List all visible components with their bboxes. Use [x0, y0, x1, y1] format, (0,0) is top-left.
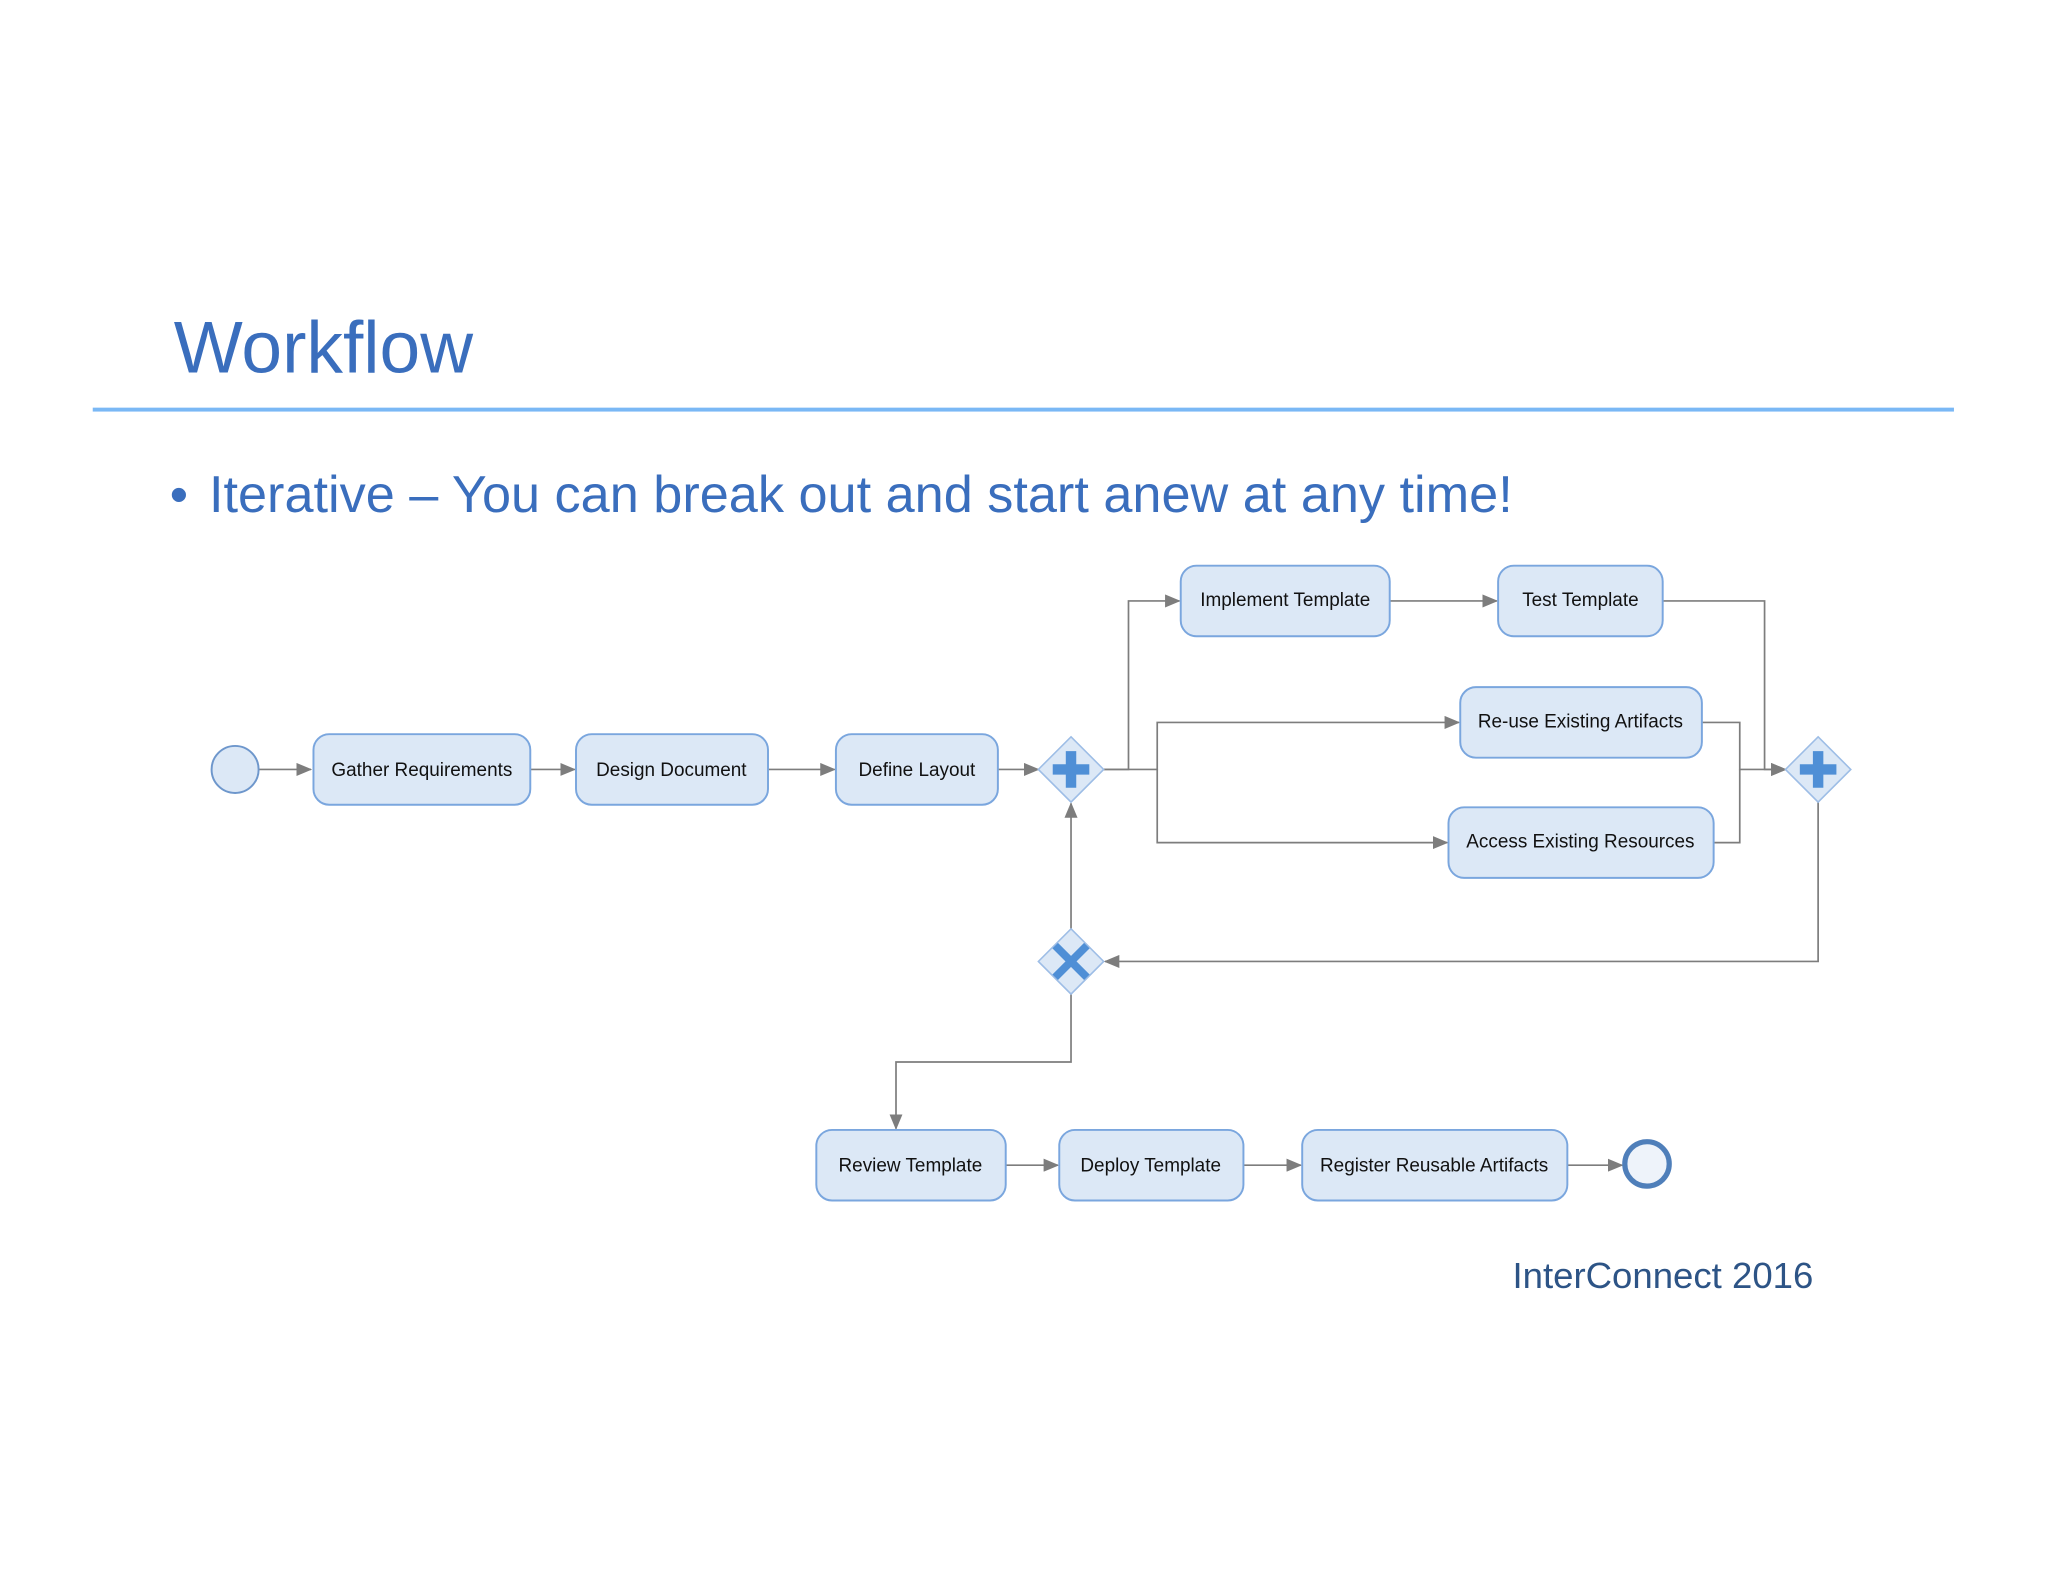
edges [258, 594, 1819, 1172]
footer-brand: InterConnect 2016 [1512, 1255, 1813, 1296]
edge-reuse-join [1701, 721, 1787, 776]
bullet-text: Iterative – You can break out and start … [209, 466, 1513, 524]
start-event[interactable] [210, 744, 260, 794]
task-register-reusable-artifacts[interactable]: Register Reusable Artifacts [1301, 1128, 1569, 1202]
task-label: Register Reusable Artifacts [1320, 1156, 1548, 1177]
edge-split-reuse [1103, 715, 1461, 771]
task-access-existing-resources[interactable]: Access Existing Resources [1447, 806, 1715, 879]
task-label: Design Document [596, 760, 747, 781]
edge-access-join [1713, 769, 1741, 844]
edge-join-decision [1103, 802, 1819, 968]
task-implement-template[interactable]: Implement Template [1179, 564, 1391, 638]
task-label: Re-use Existing Artifacts [1478, 711, 1683, 732]
task-review-template[interactable]: Review Template [815, 1128, 1007, 1202]
task-label: Implement Template [1200, 590, 1370, 611]
edge-split-implement [1103, 594, 1181, 771]
parallel-gateway-join[interactable] [1784, 735, 1852, 804]
task-label: Gather Requirements [331, 760, 512, 781]
task-design-document[interactable]: Design Document [575, 733, 769, 806]
task-deploy-template[interactable]: Deploy Template [1058, 1128, 1245, 1202]
exclusive-gateway-decision[interactable] [1037, 927, 1105, 996]
task-test-template[interactable]: Test Template [1497, 564, 1664, 638]
edge-split-access [1156, 769, 1449, 850]
task-label: Deploy Template [1080, 1156, 1221, 1177]
task-define-layout[interactable]: Define Layout [834, 733, 999, 806]
x-icon [1052, 942, 1090, 981]
task-label: Review Template [839, 1156, 983, 1177]
end-event[interactable] [1622, 1139, 1672, 1189]
task-label: Define Layout [859, 760, 977, 781]
task-gather-requirements[interactable]: Gather Requirements [312, 733, 532, 806]
parallel-gateway-split[interactable] [1037, 735, 1105, 804]
title-rule [92, 407, 1954, 412]
task-label: Test Template [1522, 590, 1638, 611]
task-reuse-existing-artifacts[interactable]: Re-use Existing Artifacts [1459, 686, 1703, 759]
bullet-dot: • [170, 466, 188, 524]
task-label: Access Existing Resources [1466, 832, 1694, 853]
page-title: Workflow [174, 307, 474, 388]
plus-icon [1052, 751, 1090, 788]
edge-decision-review [889, 994, 1072, 1130]
plus-icon [1799, 751, 1837, 788]
